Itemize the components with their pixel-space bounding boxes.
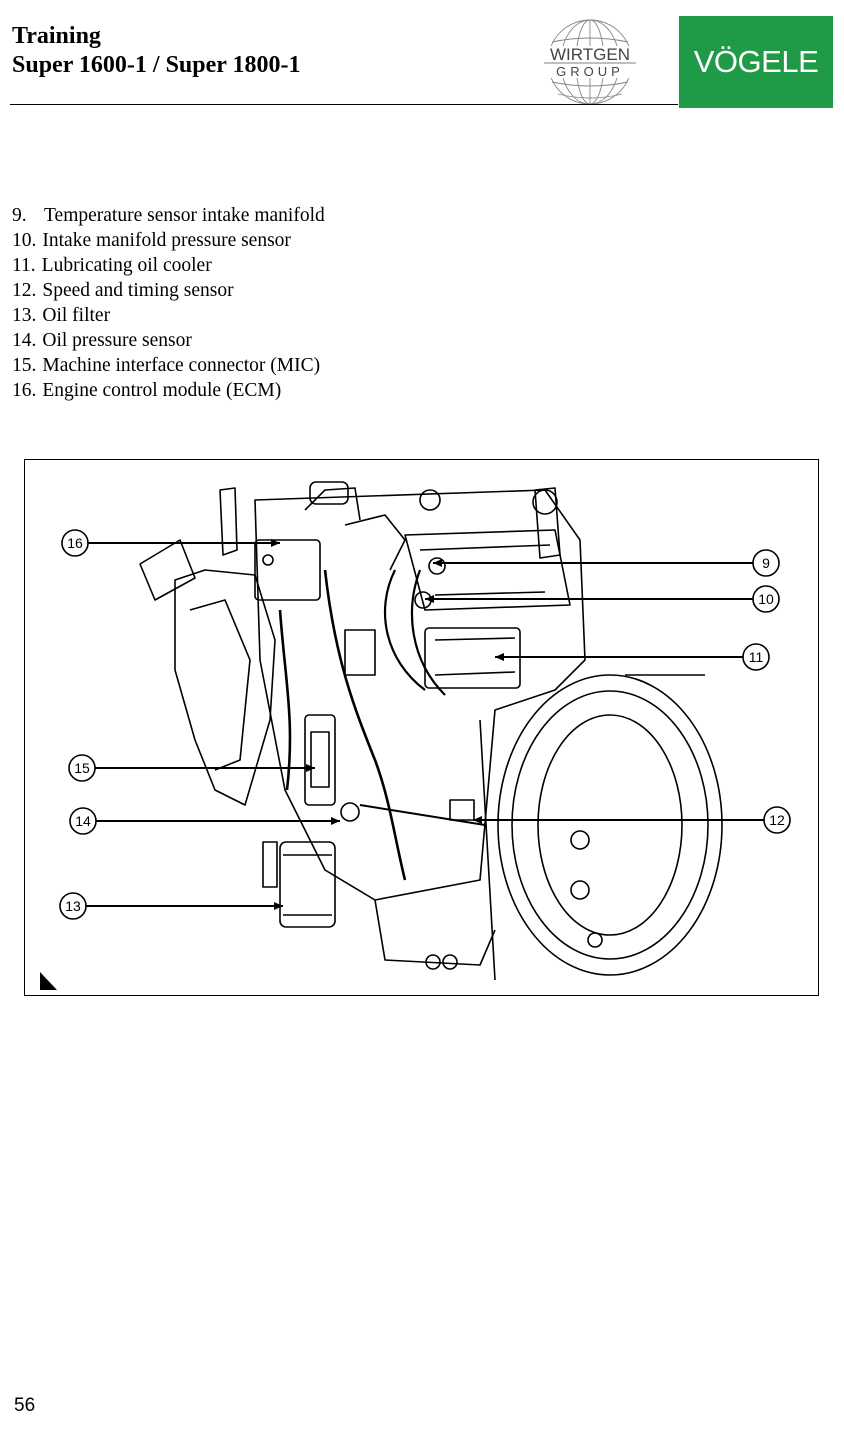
legend-number: 15. [12, 355, 37, 376]
callout-circle [752, 585, 780, 613]
callout-circle [742, 643, 770, 671]
callout-label: 15 [74, 760, 90, 776]
callout-circle [763, 806, 791, 834]
corner-mark-icon [40, 972, 57, 990]
callout-12: 12 [473, 806, 791, 834]
legend-item: 10.Intake manifold pressure sensor [12, 228, 325, 253]
callout-circle [59, 892, 87, 920]
callout-11: 11 [495, 643, 770, 671]
callout-label: 13 [65, 898, 81, 914]
callout-circle [61, 529, 89, 557]
title-line-1: Training [12, 23, 101, 49]
legend-number: 11. [12, 255, 36, 276]
engine-illustration: 16 9 10 11 15 14 12 13 [40, 481, 791, 990]
callout-arrow-icon [271, 539, 280, 547]
legend-number: 9. [12, 205, 27, 226]
callout-arrow-icon [274, 902, 283, 910]
callout-layer: 16 9 10 11 15 14 12 13 [59, 529, 791, 920]
voegele-logo: VÖGELE [679, 16, 833, 108]
callout-circle [69, 807, 97, 835]
callout-label: 10 [758, 591, 774, 607]
callout-label: 9 [762, 555, 770, 571]
legend-item: 15.Machine interface connector (MIC) [12, 353, 325, 378]
legend-text: Oil pressure sensor [42, 330, 192, 351]
wirtgen-group-logo: WIRTGEN GROUP [542, 19, 638, 105]
callout-14: 14 [69, 807, 340, 835]
document-title: Training Super 1600-1 / Super 1800-1 [12, 22, 300, 80]
callout-label: 11 [749, 649, 764, 665]
title-line-2: Super 1600-1 / Super 1800-1 [12, 52, 301, 78]
callout-circle [68, 754, 96, 782]
legend-text: Temperature sensor intake manifold [44, 205, 325, 226]
legend-text: Lubricating oil cooler [41, 255, 212, 276]
legend-text: Intake manifold pressure sensor [42, 230, 291, 251]
legend-number: 10. [12, 230, 37, 251]
legend-text: Oil filter [42, 305, 111, 326]
callout-arrow-icon [433, 559, 442, 567]
callout-9: 9 [433, 549, 780, 577]
callout-circle [752, 549, 780, 577]
callout-15: 15 [68, 754, 315, 782]
legend-item: 12.Speed and timing sensor [12, 278, 325, 303]
legend-number: 14. [12, 330, 37, 351]
header-divider [10, 104, 678, 105]
callout-label: 12 [769, 812, 785, 828]
page-number: 56 [14, 1395, 36, 1416]
callout-arrow-icon [306, 764, 315, 772]
callout-13: 13 [59, 892, 283, 920]
legend-number: 13. [12, 305, 37, 326]
callout-16: 16 [61, 529, 280, 557]
callout-arrow-icon [331, 817, 340, 825]
legend-text: Machine interface connector (MIC) [42, 355, 321, 376]
wirtgen-logo-line1: WIRTGEN [550, 45, 630, 64]
legend-item: 9. Temperature sensor intake manifold [12, 203, 325, 228]
legend-text: Engine control module (ECM) [42, 380, 282, 401]
legend-text: Speed and timing sensor [42, 280, 234, 301]
legend-item: 13.Oil filter [12, 303, 325, 328]
callout-arrow-icon [473, 816, 482, 824]
legend-item: 11.Lubricating oil cooler [12, 253, 325, 278]
legend-item: 16.Engine control module (ECM) [12, 378, 325, 403]
callout-label: 14 [75, 813, 91, 829]
legend-item: 14.Oil pressure sensor [12, 328, 325, 353]
legend-number: 12. [12, 280, 37, 301]
engine-figure: 16 9 10 11 15 14 12 13 [24, 459, 819, 996]
callout-label: 16 [67, 535, 83, 551]
callout-arrow-icon [425, 595, 434, 603]
callout-10: 10 [425, 585, 780, 613]
wirtgen-logo-line2: GROUP [556, 64, 624, 79]
legend-number: 16. [12, 380, 37, 401]
callout-arrow-icon [495, 653, 504, 661]
